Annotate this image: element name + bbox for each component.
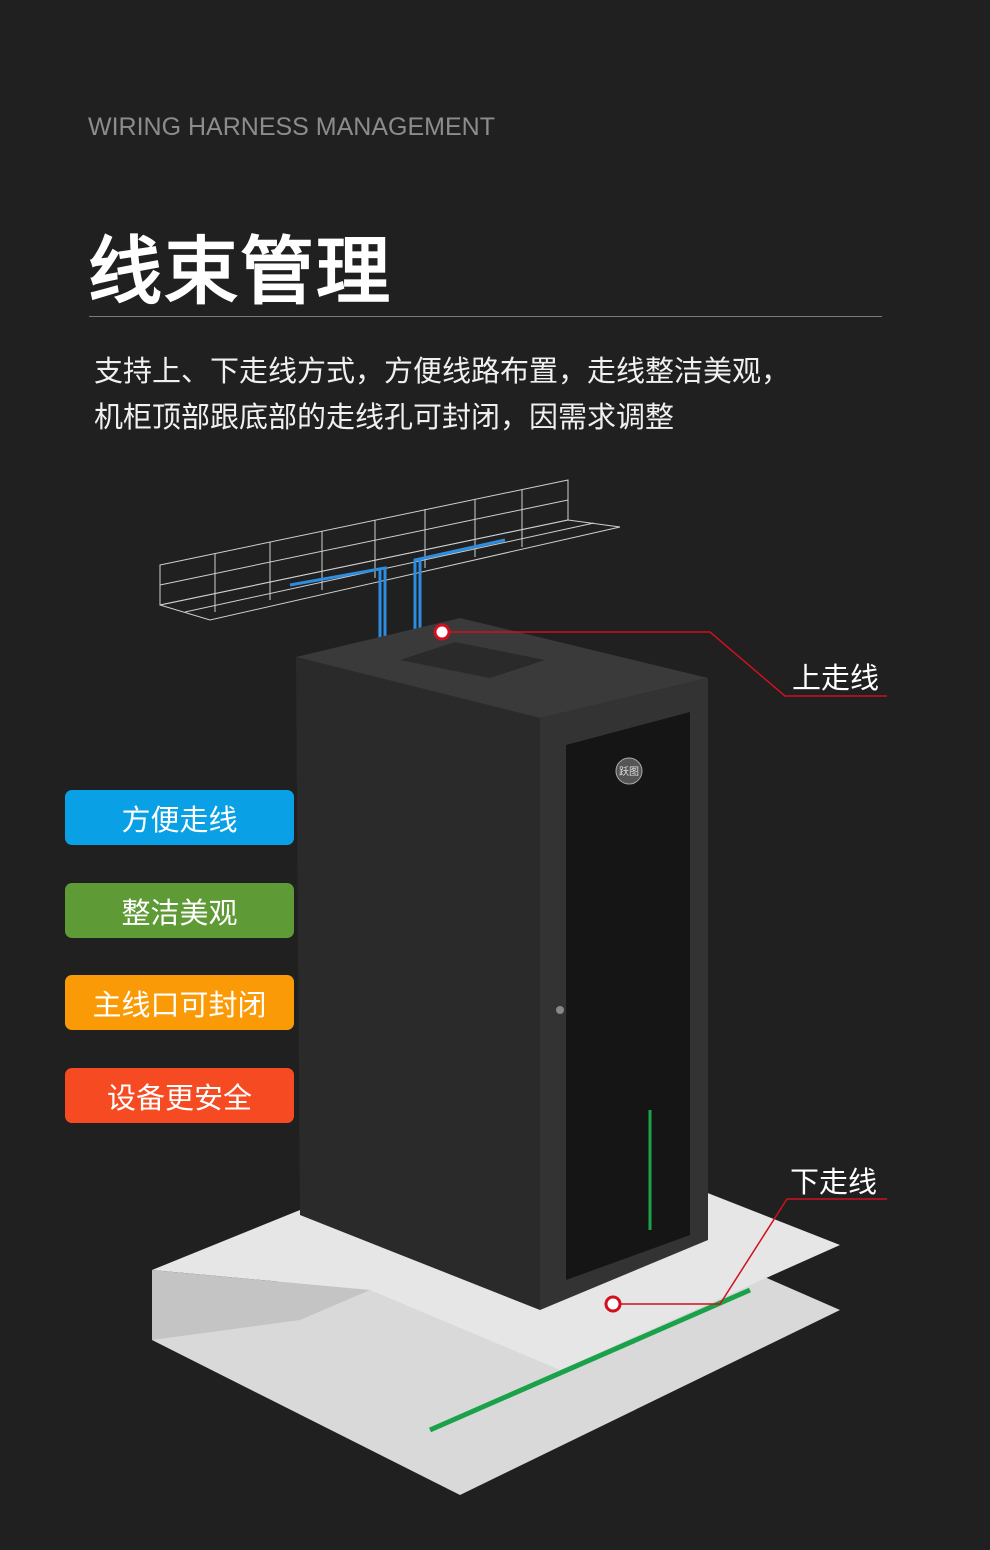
cabinet-illustration: 跃图: [152, 479, 887, 1495]
divider: [89, 316, 882, 317]
cable-tray: [159, 479, 621, 621]
cabinet-door-mesh: [566, 712, 690, 1280]
callout-dot-bottom: [604, 1295, 622, 1313]
feature-badge-tidy: 整洁美观: [65, 883, 294, 938]
logo-badge: [615, 757, 643, 785]
callout-bottom-label: 下走线: [790, 1165, 878, 1199]
page-title: 线束管理: [88, 229, 392, 315]
callout-line-top: [442, 631, 887, 697]
cabinet-side: [296, 657, 540, 1310]
top-cables: [289, 538, 506, 650]
bottom-cable: [428, 1287, 752, 1433]
description-line-1: 支持上、下走线方式，方便线路布置，走线整洁美观，: [94, 354, 791, 388]
callout-top-label: 上走线: [792, 661, 880, 695]
callout-dot-top: [433, 623, 451, 641]
logo-text: 跃图: [619, 766, 639, 778]
feature-badge-safer: 设备更安全: [65, 1068, 294, 1123]
description: 支持上、下走线方式，方便线路布置，走线整洁美观， 机柜顶部跟底部的走线孔可封闭，…: [94, 348, 790, 440]
callout-line-bottom: [613, 1198, 887, 1305]
feature-badge-closable: 主线口可封闭: [65, 975, 294, 1030]
section-subtitle: WIRING HARNESS MANAGEMENT: [88, 113, 495, 141]
handle: [556, 1006, 564, 1014]
feature-badge-easy-wiring: 方便走线: [65, 790, 294, 845]
description-line-2: 机柜顶部跟底部的走线孔可封闭，因需求调整: [94, 400, 675, 434]
